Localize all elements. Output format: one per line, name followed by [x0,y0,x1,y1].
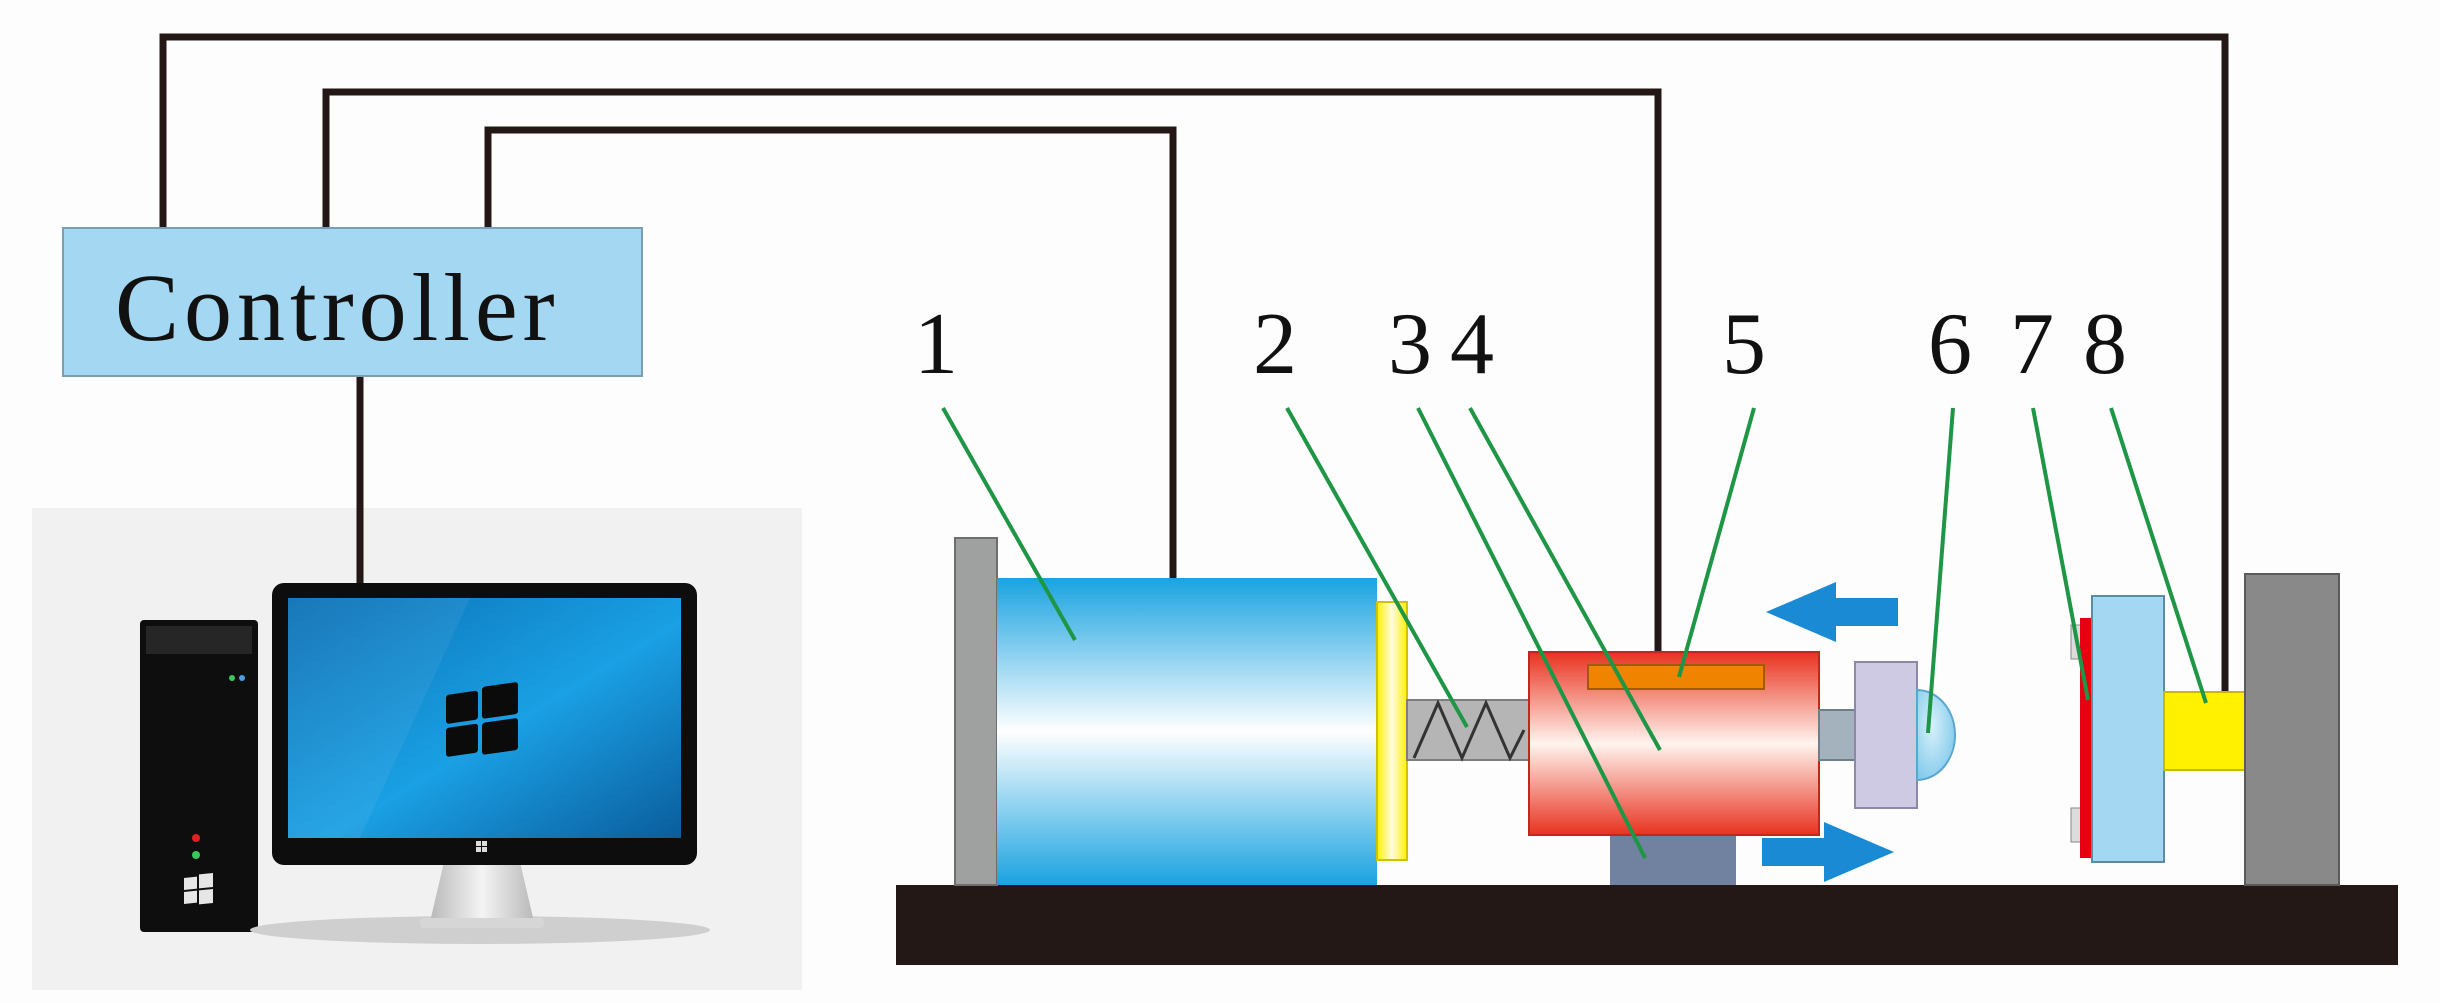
controller-box: Controller [62,227,643,377]
label-7: 7 [2010,296,2054,393]
actuator-cylinder [997,578,1377,885]
control-wires [159,33,2229,695]
desktop-computer-icon [140,583,710,944]
label-3: 3 [1388,296,1432,393]
windows-logo-icon [446,682,518,757]
left-support [954,537,998,886]
part-labels: 1 2 3 4 5 6 7 8 [914,296,2127,393]
leader-2 [1285,407,1469,728]
impact-dome [1916,688,1956,782]
pc-tower [140,620,258,932]
spring-coil [1412,699,1526,762]
label-2: 2 [1253,296,1297,393]
label-5: 5 [1722,296,1766,393]
label-8: 8 [2083,296,2127,393]
label-1: 1 [914,296,958,393]
leader-3 [1416,407,1647,859]
arrow-right-icon [1762,822,1894,882]
label-4: 4 [1450,296,1494,393]
wire-to-part-8 [159,33,2229,695]
leader-8 [2109,407,2208,704]
base-plate [896,885,2398,965]
leader-5 [1677,407,1756,678]
yellow-plate [1376,601,1408,861]
monitor-shadow [250,916,710,944]
wire-to-part-5 [322,88,1662,668]
leader-1 [941,407,1077,641]
test-rig [896,537,2398,965]
leader-6 [1926,407,1955,734]
slider-base [1610,830,1736,885]
label-6: 6 [1928,296,1972,393]
target-red-layer [2080,618,2092,858]
load-cell [2163,691,2246,771]
windows-logo-icon [184,872,213,905]
target-plate [2091,595,2165,863]
controller-label: Controller [115,254,560,361]
windows-logo-icon [476,841,487,852]
monitor-stand [430,862,534,922]
arrow-left-icon [1766,582,1898,642]
right-support [2244,573,2340,886]
leader-4 [1468,407,1662,751]
wire-to-part-1 [484,126,1177,578]
impact-shaft [1818,709,1856,761]
impact-block [1854,661,1918,809]
leader-7 [2031,407,2090,701]
leader-lines [941,407,2208,859]
